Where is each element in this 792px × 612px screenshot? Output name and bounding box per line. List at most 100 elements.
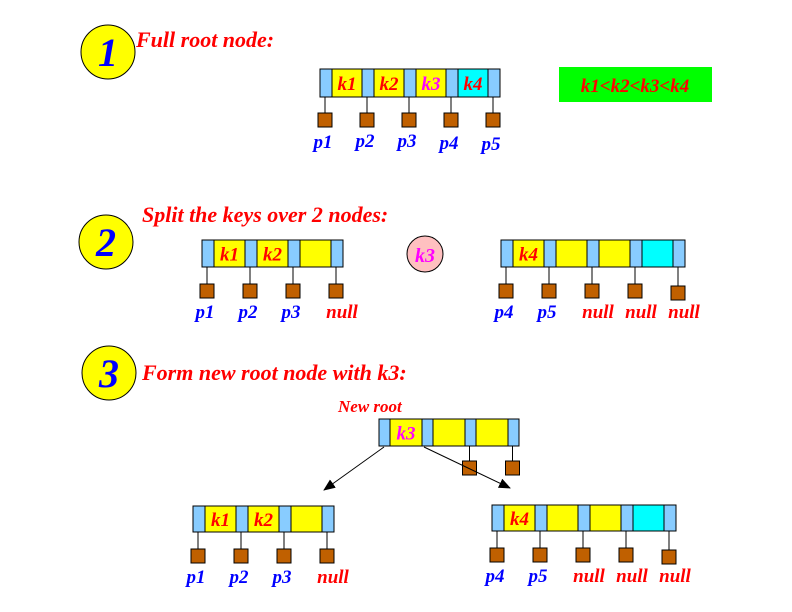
key-cell (632, 504, 665, 532)
null-pointer-label: null (659, 566, 691, 587)
key-cell (589, 504, 622, 532)
order-note: k1<k2<k3<k4 (559, 67, 712, 102)
pointer-box (584, 283, 600, 299)
key-cell (457, 68, 489, 98)
null-pointer-label: null (625, 302, 657, 323)
step-3: 3 Form new root node with k3: (81, 345, 407, 401)
pointer-label: p2 (354, 131, 376, 152)
pointer-cell (629, 239, 643, 268)
key-cell (213, 239, 246, 268)
pointer-cell (491, 504, 505, 532)
key-label: k2 (254, 510, 274, 531)
null-pointer-label: null (616, 566, 648, 587)
key-label: k1 (338, 74, 357, 95)
step-2-circle (78, 214, 134, 270)
order-note-text: k1<k2<k3<k4 (581, 76, 689, 97)
pointer-label: p4 (438, 133, 459, 154)
pointer-box (462, 460, 477, 476)
key-cell (389, 418, 423, 447)
pointer-cell (620, 504, 634, 532)
pointer-box (317, 112, 333, 128)
pointer-cell (663, 504, 677, 532)
key-cell (512, 239, 545, 268)
pointer-box (505, 460, 520, 476)
step-1-circle (80, 24, 136, 80)
key-label: k3 (422, 74, 441, 95)
pointer-box (618, 547, 634, 563)
key-label: k4 (464, 74, 483, 95)
null-pointer-label: null (582, 302, 614, 323)
key-label: k3 (397, 424, 416, 445)
key-label: k2 (380, 74, 400, 95)
pointer-box (627, 283, 643, 299)
pointer-box (328, 283, 344, 299)
pointer-box (670, 285, 686, 301)
pointer-cell (378, 418, 391, 447)
pointer-cell (330, 239, 344, 268)
step-2: 2 Split the keys over 2 nodes: (78, 202, 388, 270)
pointer-box (285, 283, 301, 299)
key-cell (256, 239, 289, 268)
pointer-label: p1 (194, 302, 215, 323)
pointer-cell (500, 239, 514, 268)
pointer-box (489, 547, 505, 563)
pointer-cell (487, 68, 501, 98)
pointer-label: p1 (312, 132, 333, 153)
key-cell (432, 418, 466, 447)
new-root-label: New root (337, 397, 403, 416)
median-key: k3 (406, 235, 444, 273)
key-cell (503, 504, 536, 532)
pointer-cell (319, 68, 333, 98)
pointer-cell (421, 418, 434, 447)
pointer-box (242, 283, 258, 299)
pointer-box (401, 112, 417, 128)
step-1-title: Full root node: (135, 27, 274, 52)
pointer-label: p5 (527, 566, 549, 587)
key-cell (598, 239, 631, 268)
pointer-cell (244, 239, 258, 268)
pointer-cell (464, 418, 477, 447)
step-3-number: 3 (98, 351, 119, 396)
key-label: k1 (220, 245, 239, 266)
key-cell (247, 505, 280, 533)
right-child-arrow (423, 446, 511, 489)
pointer-box (485, 112, 501, 128)
pointer-label: p3 (271, 567, 292, 588)
key-cell (290, 505, 323, 533)
pointer-cell (192, 505, 206, 533)
pointer-cell (672, 239, 686, 268)
pointer-box (233, 548, 249, 564)
left-child-arrow (323, 446, 385, 491)
pointer-box (575, 547, 591, 563)
pointer-box (443, 112, 459, 128)
pointer-box (319, 548, 335, 564)
key-cell (204, 505, 237, 533)
pointer-cell (445, 68, 459, 98)
pointer-cell (577, 504, 591, 532)
pointer-cell (321, 505, 335, 533)
key-label: k4 (519, 245, 538, 266)
pointer-cell (361, 68, 375, 98)
pointer-box (359, 112, 375, 128)
pointer-box (276, 548, 292, 564)
pointer-label: p4 (484, 566, 505, 587)
null-pointer-label: null (326, 302, 358, 323)
pointer-cell (543, 239, 557, 268)
step-1: 1 Full root node: (80, 24, 274, 80)
pointer-box (199, 283, 215, 299)
null-pointer-label: null (573, 566, 605, 587)
pointer-label: p2 (237, 302, 259, 323)
pointer-label: p1 (185, 567, 206, 588)
order-note-box (559, 67, 712, 102)
pointer-cell (403, 68, 417, 98)
key-label: k2 (263, 245, 283, 266)
key-label: k4 (510, 509, 529, 530)
pointer-cell (278, 505, 292, 533)
pointer-cell (287, 239, 301, 268)
null-pointer-label: null (317, 567, 349, 588)
